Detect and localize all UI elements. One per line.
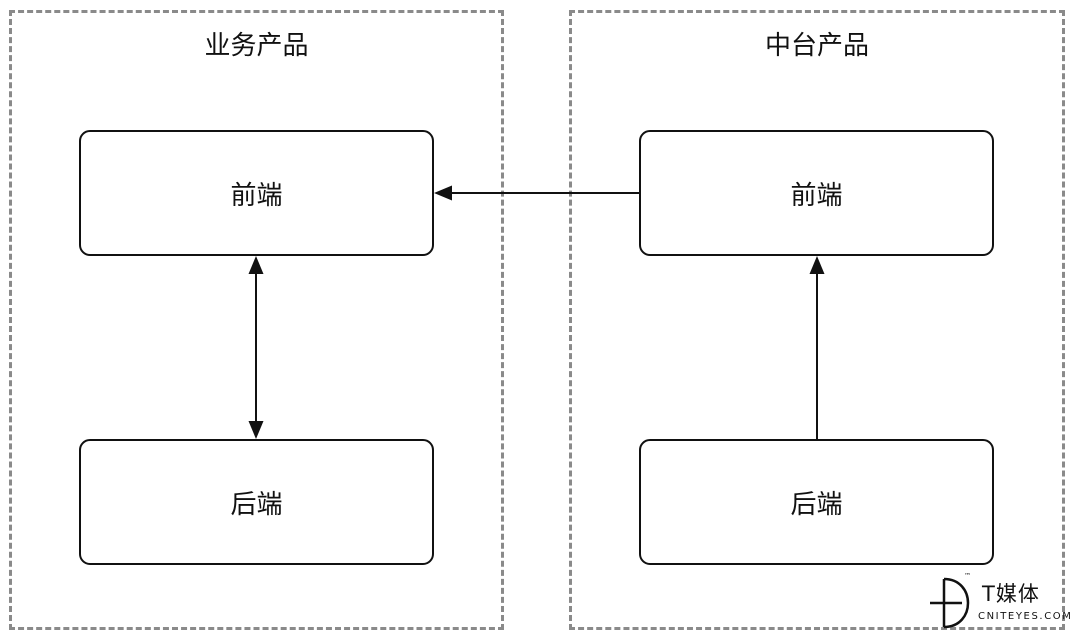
business-backend-node: 后端 — [79, 439, 434, 565]
group-platform-products: 中台产品 — [569, 10, 1065, 630]
platform-backend-node: 后端 — [639, 439, 994, 565]
business-frontend-label: 前端 — [230, 180, 283, 211]
platform-backend-label: 后端 — [790, 489, 843, 520]
business-backend-label: 后端 — [230, 489, 283, 520]
arrow-platform-backend-to-frontend — [809, 256, 825, 439]
group-business-title: 业务产品 — [204, 31, 309, 61]
logo-trademark: ™ — [964, 572, 971, 580]
logo-domain-text: CNITEYES.COM — [978, 611, 1073, 622]
platform-frontend-label: 前端 — [790, 180, 843, 211]
logo-mark-icon — [930, 577, 970, 629]
group-business-products: 业务产品 — [9, 10, 504, 630]
logo-brand-text: T媒体 — [982, 582, 1040, 606]
arrow-business-frontend-backend-bidirectional — [248, 256, 264, 439]
group-platform-title: 中台产品 — [764, 31, 869, 61]
platform-frontend-node: 前端 — [639, 130, 994, 256]
watermark-logo: ™ T媒体 CNITEYES.COM — [928, 572, 1076, 632]
business-frontend-node: 前端 — [79, 130, 434, 256]
arrow-platform-frontend-to-business-frontend — [434, 185, 639, 201]
